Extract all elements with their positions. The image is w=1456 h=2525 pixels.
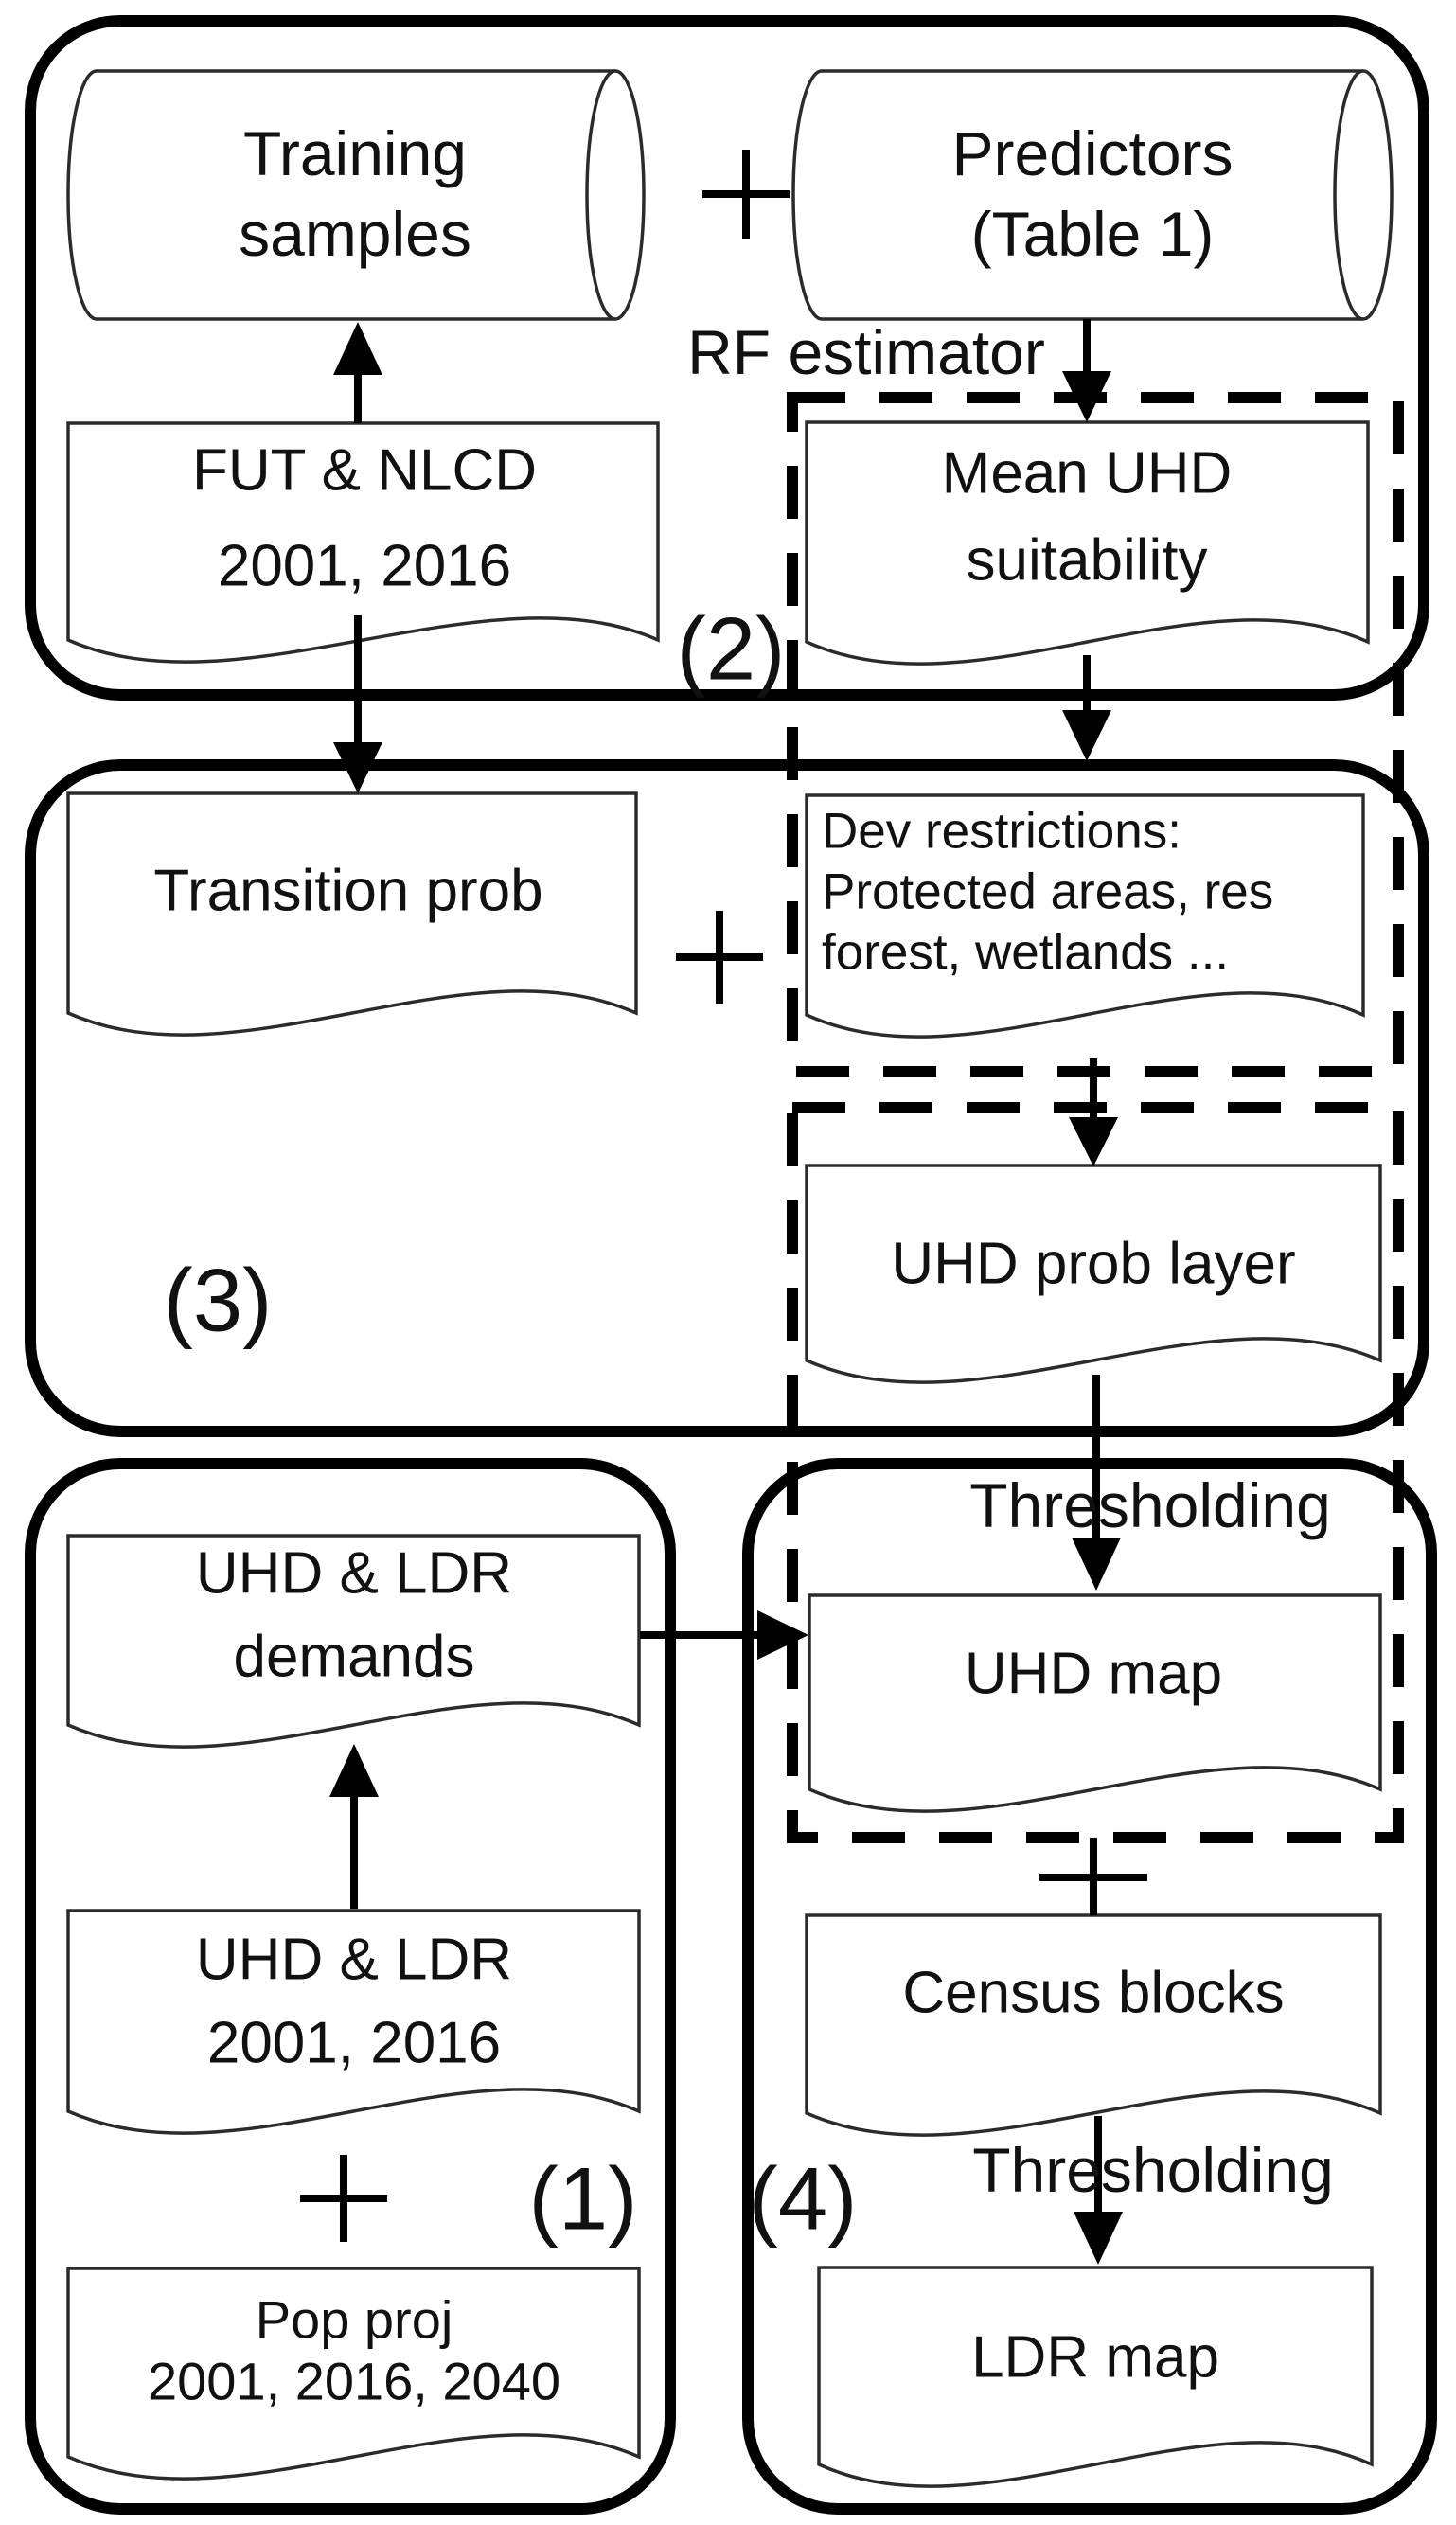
cylinder-training-samples <box>66 69 646 321</box>
thresholding-uhd-label: Thresholding <box>969 1470 1331 1540</box>
section-2-container <box>25 15 1429 701</box>
thresholding-ldr-label: Thresholding <box>972 2135 1334 2205</box>
arrow-uhd-prob-to-uhd-map <box>1072 1375 1121 1591</box>
doc-census-blocks <box>805 1913 1382 2137</box>
plus-operator-section1 <box>300 2155 387 2242</box>
section-3-container <box>25 759 1429 1437</box>
arrow-dev-to-uhd-prob-layer <box>1069 1058 1118 1166</box>
dev-restrictions-line3: forest, wetlands ... <box>822 925 1229 981</box>
rf-estimator-label: RF estimator <box>687 317 1045 387</box>
mean-uhd-line1: Mean UHD <box>942 441 1233 507</box>
mean-uhd-line2: suitability <box>967 528 1208 594</box>
ldr-map-label: LDR map <box>971 2325 1219 2391</box>
doc-pop-proj <box>66 2267 641 2481</box>
plus-operator-cylinders <box>702 150 790 239</box>
uhd-ldr-demands-line2: demands <box>233 1625 474 1690</box>
section-1-label: (1) <box>529 2149 638 2249</box>
uhd-ldr-2001-line1: UHD & LDR <box>196 1928 512 1993</box>
section-4-container <box>742 1458 1437 2515</box>
doc-ldr-map <box>817 2266 1374 2488</box>
section-4-label: (4) <box>749 2149 858 2249</box>
doc-mean-uhd-suitability <box>805 420 1370 666</box>
plus-connector-census <box>1039 1838 1147 1915</box>
arrow-fut-to-transition-prob <box>333 615 382 793</box>
section-1-container <box>25 1458 676 2515</box>
fut-nlcd-line2: 2001, 2016 <box>218 534 511 599</box>
pop-proj-line2: 2001, 2016, 2040 <box>148 2352 560 2411</box>
section-3-label: (3) <box>164 1251 273 1350</box>
doc-fut-nlcd <box>66 421 660 664</box>
predictors-line2: (Table 1) <box>971 199 1215 269</box>
arrow-census-to-ldr-map <box>1074 2116 1123 2265</box>
dev-restrictions-line2: Protected areas, res <box>822 864 1273 920</box>
transition-prob-label: Transition prob <box>153 859 542 924</box>
arrow-2001-to-demands <box>329 1744 379 1909</box>
doc-uhd-ldr-demands <box>66 1534 641 1749</box>
arrow-mean-uhd-to-section3 <box>1062 655 1111 761</box>
uhd-ldr-demands-line1: UHD & LDR <box>196 1541 512 1607</box>
dev-restrictions-line1: Dev restrictions: <box>822 804 1181 860</box>
training-samples-line1: Training <box>243 118 467 188</box>
doc-dev-restrictions <box>805 793 1365 1039</box>
doc-uhd-prob-layer <box>805 1164 1382 1384</box>
doc-uhd-map <box>808 1593 1382 1813</box>
training-samples-line2: samples <box>239 199 471 269</box>
uhd-prob-layer-label: UHD prob layer <box>891 1232 1295 1297</box>
section-2-label: (2) <box>677 599 786 699</box>
arrow-fut-to-training <box>333 322 382 423</box>
plus-operator-section3 <box>676 911 763 1004</box>
uhd-ldr-2001-line2: 2001, 2016 <box>207 2011 501 2076</box>
cylinder-predictors <box>791 69 1394 321</box>
pop-proj-line1: Pop proj <box>256 2290 453 2350</box>
fut-nlcd-line1: FUT & NLCD <box>192 438 537 504</box>
census-blocks-label: Census blocks <box>902 1961 1284 2026</box>
doc-uhd-ldr-2001-2016 <box>66 1909 641 2135</box>
arrow-predictors-to-mean-uhd <box>1062 319 1111 422</box>
uhd-map-label: UHD map <box>965 1642 1222 1707</box>
doc-transition-prob <box>66 791 638 1037</box>
arrow-demands-to-uhd-map <box>640 1610 808 1660</box>
predictors-line1: Predictors <box>951 118 1233 188</box>
